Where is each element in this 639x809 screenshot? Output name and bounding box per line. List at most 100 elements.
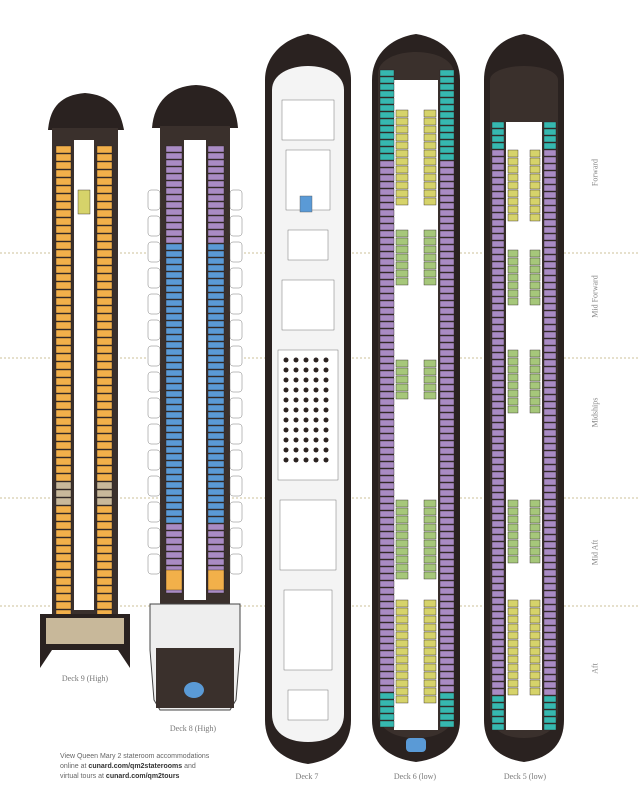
cabin xyxy=(207,404,225,412)
cabin xyxy=(507,149,519,158)
cabin xyxy=(379,69,395,77)
cabin xyxy=(491,513,505,521)
cabin xyxy=(491,177,505,185)
cabin xyxy=(55,233,72,242)
deck-7-plan xyxy=(265,33,351,764)
cabin xyxy=(96,241,113,250)
cabin xyxy=(439,237,455,245)
cabin xyxy=(96,353,113,362)
cabin xyxy=(165,208,183,216)
cabin xyxy=(507,615,519,624)
cabin xyxy=(507,679,519,688)
cabin xyxy=(379,139,395,147)
cabin xyxy=(439,279,455,287)
cabin xyxy=(165,327,183,335)
cabin xyxy=(96,401,113,410)
cabin xyxy=(207,180,225,188)
cabin xyxy=(165,250,183,258)
cabin xyxy=(439,692,455,700)
cabin xyxy=(55,553,72,562)
cabin xyxy=(543,611,557,619)
cabin xyxy=(165,383,183,391)
cabin xyxy=(96,457,113,466)
cabin xyxy=(379,685,395,693)
tours-link[interactable]: cunard.com/qm2tours xyxy=(105,773,180,780)
cabin xyxy=(491,163,505,171)
cabin xyxy=(96,361,113,370)
cabin xyxy=(529,173,541,182)
cabin xyxy=(55,457,72,466)
cabin xyxy=(491,457,505,465)
cabin xyxy=(491,331,505,339)
cabin xyxy=(379,594,395,602)
cabin xyxy=(55,353,72,362)
cabin xyxy=(379,587,395,595)
cabin xyxy=(491,660,505,668)
cabin xyxy=(507,189,519,198)
cabin xyxy=(55,145,72,154)
cabin xyxy=(439,265,455,273)
lifeboat xyxy=(147,449,161,471)
cabin xyxy=(529,213,541,222)
cabin xyxy=(395,539,409,548)
cabin xyxy=(207,173,225,181)
cabin xyxy=(423,507,437,516)
cabin xyxy=(543,597,557,605)
cabin xyxy=(439,90,455,98)
cabin xyxy=(379,657,395,665)
lifeboat xyxy=(229,475,243,497)
cabin xyxy=(529,623,541,632)
cabin xyxy=(379,433,395,441)
staterooms-link[interactable]: cunard.com/qm2staterooms xyxy=(88,763,183,770)
cabin xyxy=(423,539,437,548)
cabin xyxy=(207,569,225,591)
cabin xyxy=(439,111,455,119)
cabin xyxy=(96,521,113,530)
cabin xyxy=(207,362,225,370)
cabin xyxy=(207,502,225,510)
deck-8-cabins xyxy=(165,145,225,594)
cabin xyxy=(423,639,437,648)
cabin xyxy=(491,639,505,647)
table xyxy=(303,377,309,383)
table xyxy=(283,437,289,443)
cabin xyxy=(439,286,455,294)
cabin xyxy=(529,149,541,158)
cabin xyxy=(96,505,113,514)
cabin xyxy=(207,376,225,384)
lifeboat xyxy=(229,293,243,315)
cabin xyxy=(165,530,183,538)
cabin xyxy=(379,202,395,210)
lifeboat xyxy=(229,423,243,445)
cabin xyxy=(379,321,395,329)
cabin xyxy=(379,531,395,539)
cabin xyxy=(207,418,225,426)
cabin xyxy=(395,679,409,688)
cabin xyxy=(439,335,455,343)
cabin xyxy=(543,464,557,472)
cabin xyxy=(439,664,455,672)
cabin xyxy=(165,404,183,412)
cabin xyxy=(379,349,395,357)
deck-9-label: Deck 9 (High) xyxy=(61,674,109,683)
cabin xyxy=(395,165,409,174)
cabin xyxy=(507,547,519,556)
cabin xyxy=(395,647,409,656)
cabin xyxy=(379,678,395,686)
cabin xyxy=(543,247,557,255)
cabin xyxy=(379,363,395,371)
pool xyxy=(299,195,313,213)
cabin xyxy=(491,324,505,332)
cabin xyxy=(507,165,519,174)
cabin xyxy=(165,306,183,314)
cabin xyxy=(543,289,557,297)
cabin xyxy=(395,571,409,580)
cabin xyxy=(423,671,437,680)
cabin xyxy=(379,468,395,476)
cabin xyxy=(55,273,72,282)
cabin xyxy=(207,516,225,524)
cabin xyxy=(529,631,541,640)
cabin xyxy=(439,454,455,462)
cabin xyxy=(439,69,455,77)
cabin xyxy=(55,417,72,426)
